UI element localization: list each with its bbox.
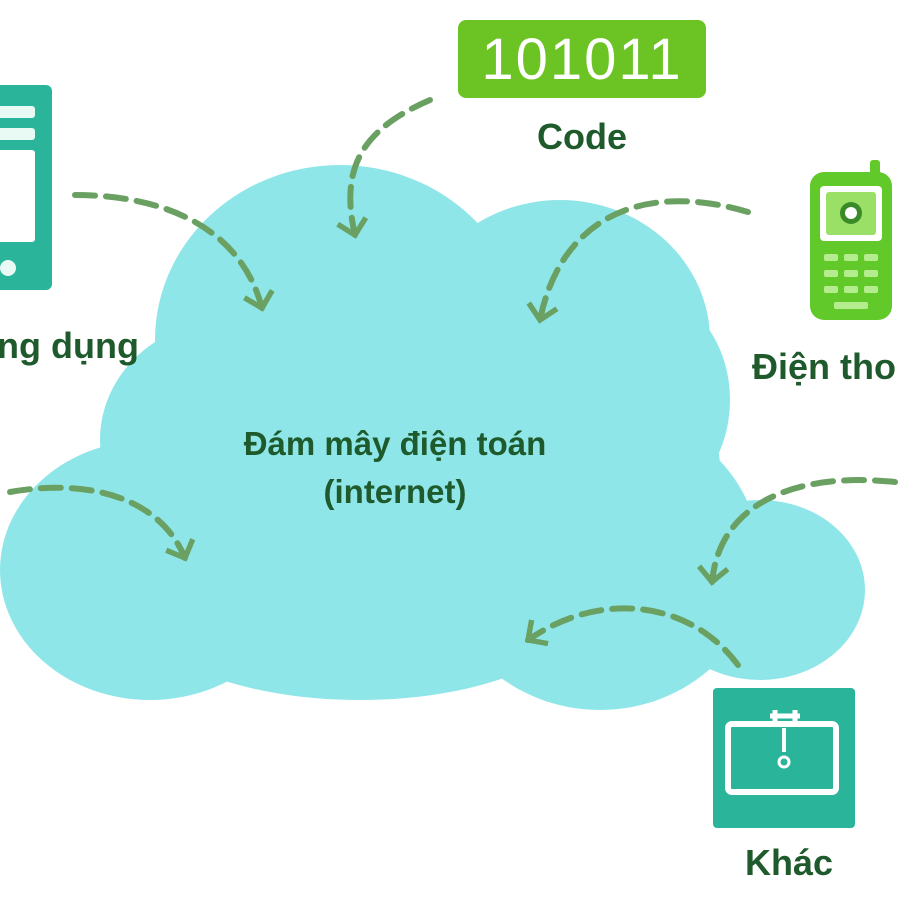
- arrow-phone-to-cloud: [526, 198, 751, 324]
- other-label: Khác: [745, 842, 834, 883]
- cloud-subtitle: (internet): [323, 473, 467, 510]
- code-label: Code: [537, 116, 627, 157]
- phone-icon: [810, 160, 892, 320]
- cloud-shape: [0, 165, 865, 710]
- code-value: 101011: [481, 26, 683, 92]
- phone-label: Điện tho: [752, 346, 896, 387]
- cloud-title: Đám mây điện toán: [243, 425, 547, 462]
- arrow-right-to-cloud: [696, 477, 898, 586]
- cloud-label: Đám mây điện toán (internet): [150, 420, 640, 516]
- arrow-left-to-cloud: [7, 484, 196, 562]
- code-box: 101011: [458, 20, 706, 98]
- arrow-other-to-cloud: [524, 605, 741, 668]
- application-label: ng dụng: [0, 325, 139, 366]
- application-icon: [0, 85, 52, 290]
- other-device-icon: [713, 688, 855, 828]
- arrow-app-to-cloud: [72, 192, 275, 312]
